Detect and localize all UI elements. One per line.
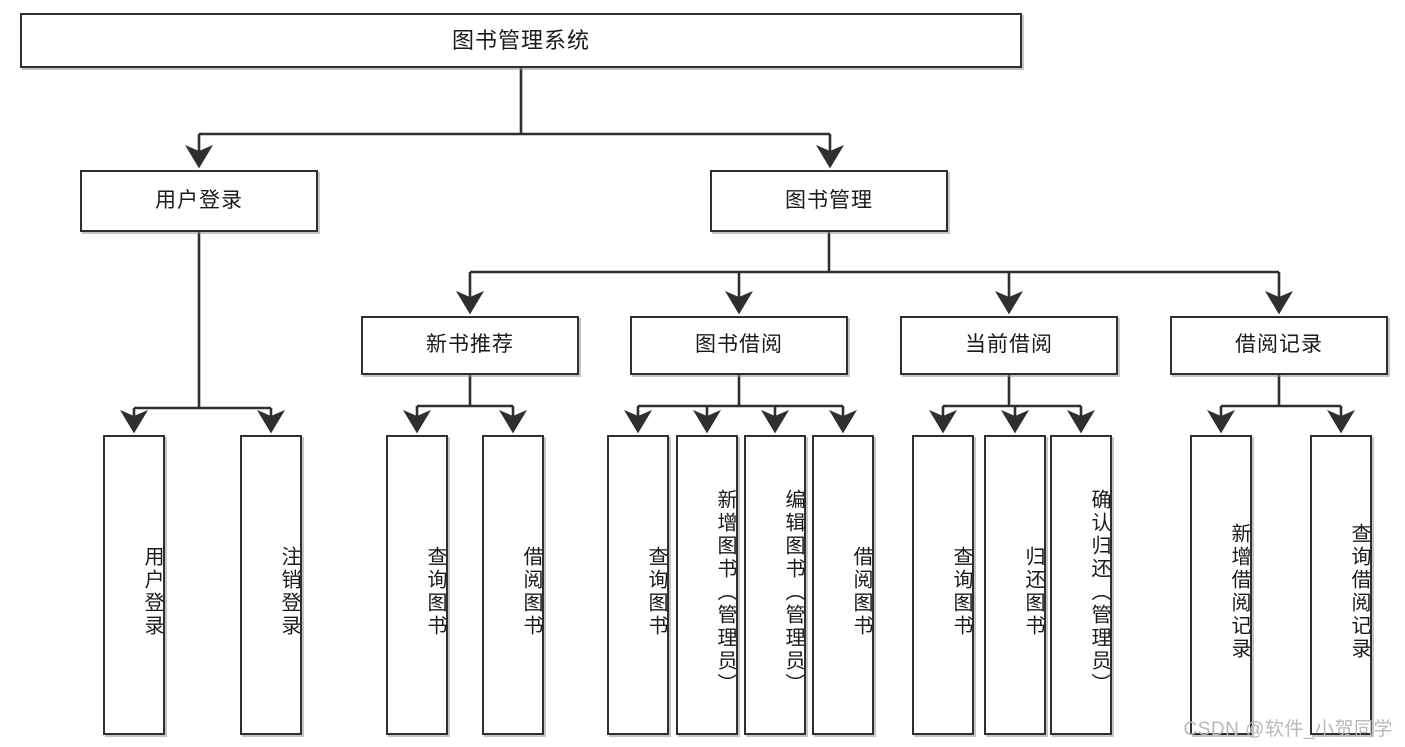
node-leaf-query-book-1[interactable]: 查询图书 — [386, 435, 448, 735]
node-leaf-user-login-label: 用户登录 — [141, 546, 163, 638]
node-leaf-borrow-book-1-label: 借阅图书 — [520, 546, 542, 638]
node-leaf-return-book-label: 归还图书 — [1022, 546, 1044, 638]
node-book-manage-label: 图书管理 — [785, 188, 873, 212]
node-borrow-record[interactable]: 借阅记录 — [1170, 316, 1388, 375]
node-book-borrow[interactable]: 图书借阅 — [630, 316, 848, 375]
node-leaf-add-book-label: 新增图书（管理员） — [714, 488, 736, 696]
node-book-borrow-label: 图书借阅 — [695, 333, 783, 357]
node-leaf-user-login[interactable]: 用户登录 — [103, 435, 165, 735]
node-borrow-record-label: 借阅记录 — [1235, 333, 1323, 357]
node-current-borrow[interactable]: 当前借阅 — [900, 316, 1118, 375]
node-new-book-rec[interactable]: 新书推荐 — [361, 316, 579, 375]
node-leaf-edit-book[interactable]: 编辑图书（管理员） — [744, 435, 806, 735]
node-leaf-borrow-book-2-label: 借阅图书 — [850, 546, 872, 638]
node-leaf-logout-label: 注销登录 — [278, 546, 300, 638]
node-leaf-add-record[interactable]: 新增借阅记录 — [1190, 435, 1252, 735]
node-book-manage[interactable]: 图书管理 — [710, 170, 948, 232]
node-leaf-query-book-2-label: 查询图书 — [645, 546, 667, 638]
node-current-borrow-label: 当前借阅 — [965, 333, 1053, 357]
node-leaf-query-record[interactable]: 查询借阅记录 — [1310, 435, 1372, 735]
node-leaf-edit-book-label: 编辑图书（管理员） — [782, 488, 804, 696]
node-leaf-add-record-label: 新增借阅记录 — [1228, 523, 1250, 661]
node-root-label: 图书管理系统 — [451, 27, 590, 53]
csdn-watermark: CSDN @软件_小贺同学 — [1183, 719, 1393, 740]
node-leaf-query-book-1-label: 查询图书 — [424, 546, 446, 638]
node-leaf-query-book-2[interactable]: 查询图书 — [607, 435, 669, 735]
node-leaf-query-record-label: 查询借阅记录 — [1348, 523, 1370, 661]
node-leaf-borrow-book-1[interactable]: 借阅图书 — [482, 435, 544, 735]
node-user-login-label: 用户登录 — [155, 188, 243, 212]
node-leaf-return-book[interactable]: 归还图书 — [984, 435, 1046, 735]
node-leaf-confirm-return[interactable]: 确认归还（管理员） — [1050, 435, 1112, 735]
node-leaf-logout[interactable]: 注销登录 — [240, 435, 302, 735]
node-leaf-confirm-return-label: 确认归还（管理员） — [1088, 488, 1110, 696]
node-new-book-rec-label: 新书推荐 — [426, 333, 514, 357]
node-leaf-query-book-3[interactable]: 查询图书 — [912, 435, 974, 735]
node-leaf-add-book[interactable]: 新增图书（管理员） — [676, 435, 738, 735]
node-user-login[interactable]: 用户登录 — [80, 170, 318, 232]
node-leaf-borrow-book-2[interactable]: 借阅图书 — [812, 435, 874, 735]
node-root[interactable]: 图书管理系统 — [20, 13, 1022, 68]
node-leaf-query-book-3-label: 查询图书 — [950, 546, 972, 638]
